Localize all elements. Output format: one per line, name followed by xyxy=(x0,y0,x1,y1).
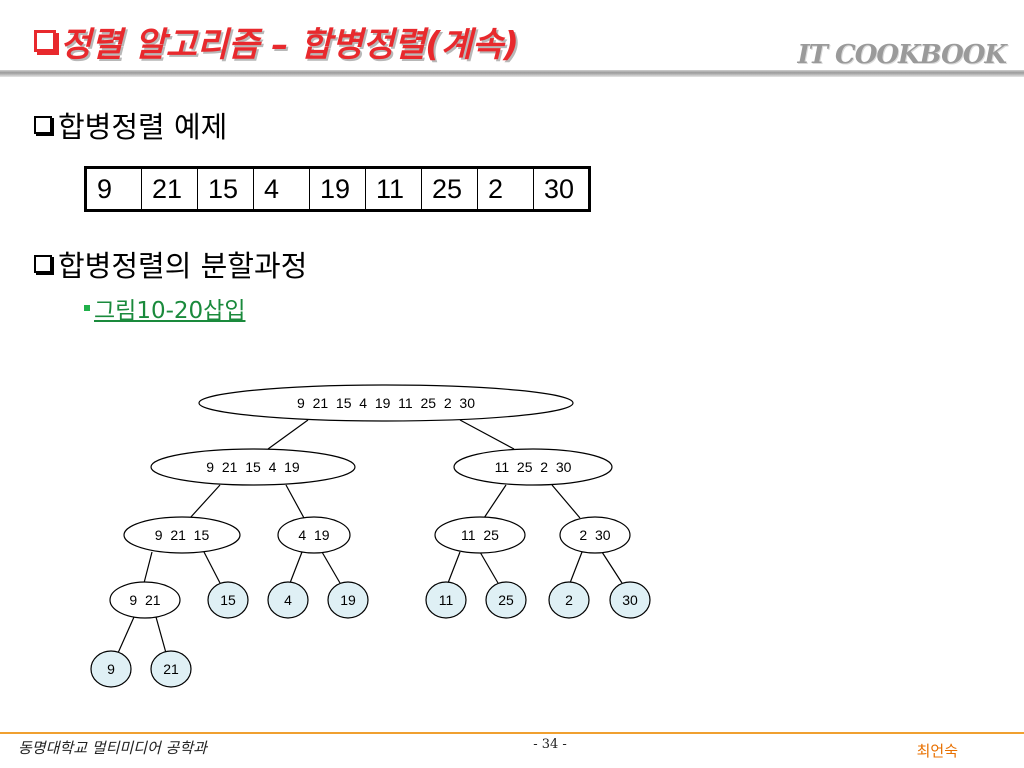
tree-edge xyxy=(143,551,153,584)
tree-edge xyxy=(601,551,623,584)
tree-node-label: 11 xyxy=(439,592,454,608)
tree-edges xyxy=(117,419,623,654)
tree-edge xyxy=(117,616,135,654)
sub-bullet-figure: 그림10-20삽입 xyxy=(84,291,245,325)
tree-node-root xyxy=(198,384,574,422)
tree-edge xyxy=(289,551,303,584)
tree-edge xyxy=(285,484,305,519)
array-cell: 25 xyxy=(421,167,478,211)
title-divider xyxy=(0,70,1024,77)
tree-node xyxy=(109,581,181,619)
footer-school: 동명대학교 멀티미디어 공학과 xyxy=(18,739,207,757)
tree-node-label: 9 21 15 xyxy=(155,527,210,543)
tree-node-label: 11 25 2 30 xyxy=(495,459,572,475)
tree-node-label: 15 xyxy=(220,592,236,608)
tree-node-label: 19 xyxy=(340,592,356,608)
array-cell: 30 xyxy=(533,167,590,211)
tree-node xyxy=(453,448,613,486)
tree-node-label: 2 xyxy=(565,592,573,608)
tree-leaf-node xyxy=(327,581,369,619)
tree-node-label: 30 xyxy=(622,592,638,608)
tree-node xyxy=(559,516,631,554)
example-array-table: 9 21 15 4 19 11 25 2 30 xyxy=(84,166,591,212)
tree-node-label: 4 xyxy=(284,592,292,608)
tree-leaf-node xyxy=(425,581,467,619)
tree-node xyxy=(123,516,241,554)
tree-edge xyxy=(459,419,515,450)
tree-node-label: 11 25 xyxy=(461,527,499,543)
tree-edge xyxy=(155,616,167,654)
tree-edge xyxy=(479,551,499,584)
tree-leaf-node xyxy=(609,581,651,619)
figure-insert-link[interactable]: 그림10-20삽입 xyxy=(94,298,246,324)
tree-leaf-node xyxy=(485,581,527,619)
tree-node-label: 9 21 15 4 19 11 25 2 30 xyxy=(297,395,475,411)
array-cell: 4 xyxy=(253,167,310,211)
slide-title: 정렬 알고리즘 – 합병정렬(계속) xyxy=(34,16,519,66)
array-cell: 11 xyxy=(365,167,422,211)
tree-node xyxy=(277,516,351,554)
bullet-split-process: 합병정렬의 분할과정 xyxy=(34,243,307,285)
tree-node xyxy=(434,516,526,554)
tree-edge xyxy=(189,484,221,519)
array-cell: 21 xyxy=(141,167,198,211)
bullet-merge-example-text: 합병정렬 예제 xyxy=(58,110,228,144)
checkbox-bullet-icon xyxy=(34,116,52,134)
array-cell: 2 xyxy=(477,167,534,211)
bullet-split-process-text: 합병정렬의 분할과정 xyxy=(58,249,308,283)
tree-node-label: 2 30 xyxy=(579,527,610,543)
tree-leaf-node xyxy=(150,650,192,688)
tree-node-label: 25 xyxy=(498,592,514,608)
tree-edge xyxy=(267,419,309,450)
tree-edge xyxy=(203,551,221,584)
tree-leaf-node xyxy=(548,581,590,619)
array-cell: 15 xyxy=(197,167,254,211)
square-bullet-icon xyxy=(84,305,90,311)
tree-edge xyxy=(569,551,583,584)
footer-author: 최언숙 xyxy=(916,742,958,760)
tree-edge xyxy=(321,551,341,584)
footer-page-number: - 34 - xyxy=(533,737,567,752)
tree-node-label: 9 21 15 4 19 xyxy=(206,459,300,475)
tree-node-label: 9 xyxy=(107,661,115,677)
slide-title-text: 정렬 알고리즘 – 합병정렬(계속) xyxy=(60,24,519,65)
checkbox-bullet-icon xyxy=(34,30,56,52)
tree-leaf-node xyxy=(207,581,249,619)
tree-edge xyxy=(551,484,581,519)
tree-leaf-node xyxy=(267,581,309,619)
bullet-merge-example: 합병정렬 예제 xyxy=(34,104,227,146)
array-cell: 19 xyxy=(309,167,366,211)
checkbox-bullet-icon xyxy=(34,255,52,273)
tree-node-label: 21 xyxy=(163,661,179,677)
footer-divider xyxy=(0,732,1024,734)
tree-node-label: 4 19 xyxy=(298,527,329,543)
brand-logo-text: IT COOKBOOK xyxy=(797,40,1007,70)
tree-node xyxy=(150,448,356,486)
tree-node-label: 9 21 xyxy=(129,592,160,608)
tree-leaf-node xyxy=(90,650,132,688)
tree-edge xyxy=(447,551,461,584)
array-row: 9 21 15 4 19 11 25 2 30 xyxy=(85,167,590,211)
tree-edge xyxy=(483,484,507,519)
